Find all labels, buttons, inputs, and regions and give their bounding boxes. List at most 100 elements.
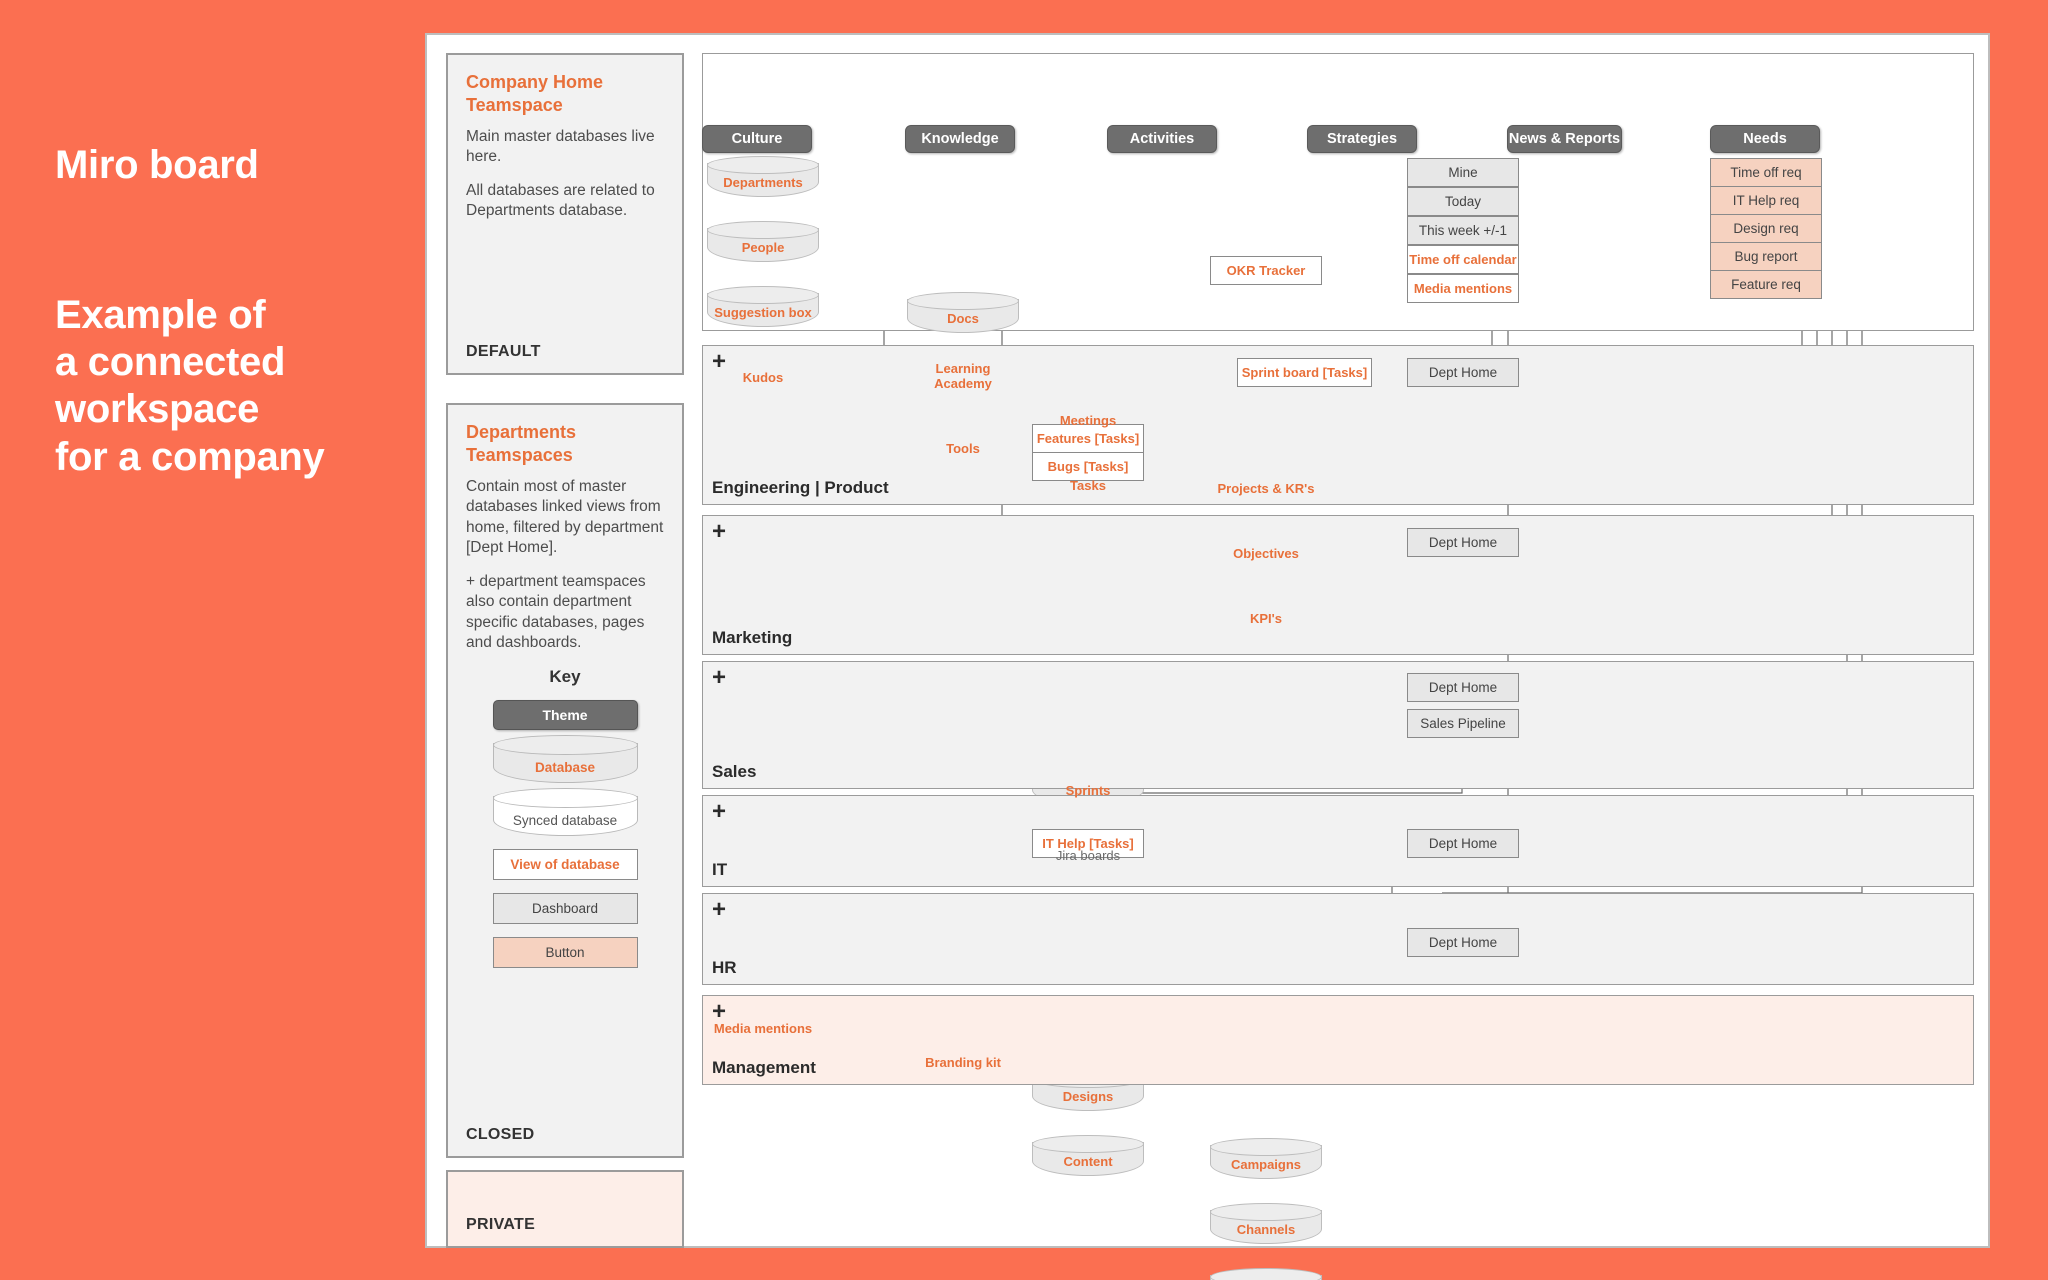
button-time-off-req[interactable]: Time off req — [1710, 158, 1822, 187]
key-legend-row-button: Button — [466, 936, 664, 968]
button-design-req[interactable]: Design req — [1710, 214, 1822, 243]
node-label: Tasks — [1070, 478, 1106, 493]
legend-database-shape: Database — [492, 734, 638, 783]
node-label: KPI's — [1250, 611, 1282, 626]
dashboard-dept-home-it[interactable]: Dept Home — [1407, 829, 1519, 858]
sidebar-card-private[interactable]: PRIVATE — [446, 1170, 684, 1248]
node-label: Learning Academy — [934, 361, 992, 391]
band-sales: + Sales — [702, 661, 1974, 789]
band-label-engineering: Engineering | Product — [712, 478, 889, 497]
dashboard-mine[interactable]: Mine — [1407, 158, 1519, 187]
dashboard-dept-home-hr[interactable]: Dept Home — [1407, 928, 1519, 957]
key-legend-row-dashboard: Dashboard — [466, 892, 664, 924]
dashboard-this-week[interactable]: This week +/-1 — [1407, 216, 1519, 245]
database-content[interactable]: Content — [1032, 1135, 1144, 1176]
legend-view-of-database: View of database — [492, 848, 638, 880]
card-paragraph: + department teamspaces also contain dep… — [466, 572, 646, 652]
node-label: Channels — [1236, 1222, 1296, 1237]
dashboard-dept-home-engineering[interactable]: Dept Home — [1407, 358, 1519, 387]
key-legend-row-synced: Synced database — [466, 787, 664, 836]
card-title: Company Home Teamspace — [466, 72, 604, 115]
legend-synced-database-label: Synced database — [512, 812, 618, 828]
theme-strategies[interactable]: Strategies — [1307, 125, 1417, 153]
card-paragraph: Main master databases live here. — [466, 128, 655, 166]
node-label: Sprints — [1065, 783, 1111, 798]
view-sprint-board-tasks[interactable]: Sprint board [Tasks] — [1237, 358, 1372, 387]
view-it-help-tasks[interactable]: IT Help [Tasks] — [1032, 829, 1144, 858]
button-feature-req[interactable]: Feature req — [1710, 270, 1822, 299]
card-paragraph: All databases are related to Departments… — [466, 181, 655, 220]
legend-button: Button — [492, 936, 638, 968]
band-label-management: Management — [712, 1058, 816, 1077]
band-label-sales: Sales — [712, 762, 757, 781]
key-legend-row-view: View of database — [466, 848, 664, 880]
node-label: Projects & KR's — [1217, 481, 1315, 496]
node-label: Docs — [947, 311, 979, 326]
database-channels[interactable]: Channels — [1210, 1203, 1322, 1244]
view-time-off-calendar[interactable]: Time off calendar — [1407, 245, 1519, 274]
theme-culture[interactable]: Culture — [702, 125, 812, 153]
dashboard-dept-home-sales[interactable]: Dept Home — [1407, 673, 1519, 702]
sidebar-card-company-home[interactable]: Company Home Teamspace Main master datab… — [446, 53, 684, 375]
node-label: Meetings — [1059, 413, 1117, 428]
node-label: Departments — [723, 175, 803, 190]
key-legend-title: Key — [549, 666, 581, 686]
add-button-engineering[interactable]: + — [712, 348, 727, 375]
legend-dashboard: Dashboard — [492, 892, 638, 924]
add-button-management[interactable]: + — [712, 998, 727, 1025]
add-button-marketing[interactable]: + — [712, 518, 727, 545]
board-title: Miro board — [55, 143, 259, 187]
board-subtitle: Example of a connected workspace for a c… — [55, 293, 325, 479]
left-intro-panel: Miro board Example of a connected worksp… — [0, 0, 425, 1280]
card-footer-label: CLOSED — [466, 1126, 535, 1143]
card-footer-label: DEFAULT — [466, 343, 541, 360]
dashboard-sales-pipeline[interactable]: Sales Pipeline — [1407, 709, 1519, 738]
view-bugs-tasks[interactable]: Bugs [Tasks] — [1032, 452, 1144, 481]
theme-needs[interactable]: Needs — [1710, 125, 1820, 153]
miro-board-canvas[interactable]: Company Home Teamspace Main master datab… — [425, 33, 1990, 1280]
node-label: Jira boards — [1055, 848, 1121, 863]
legend-synced-database-shape: Synced database — [492, 787, 638, 836]
add-button-hr[interactable]: + — [712, 896, 727, 923]
button-it-help-req[interactable]: IT Help req — [1710, 186, 1822, 215]
node-label: Tools — [946, 441, 980, 456]
legend-theme-pill: Theme — [492, 699, 638, 730]
node-label: Designs — [1062, 1089, 1114, 1104]
node-label: Kudos — [742, 370, 784, 385]
add-button-sales[interactable]: + — [712, 664, 727, 691]
button-bug-report[interactable]: Bug report — [1710, 242, 1822, 271]
dashboard-today[interactable]: Today — [1407, 187, 1519, 216]
band-label-hr: HR — [712, 958, 737, 977]
band-hr: + HR — [702, 893, 1974, 985]
theme-news-reports[interactable]: News & Reports — [1507, 125, 1622, 153]
card-paragraph: Contain most of master databases linked … — [466, 478, 664, 557]
node-label: People — [741, 240, 785, 255]
database-people[interactable]: People — [707, 221, 819, 262]
sidebar-card-departments[interactable]: Departments Teamspaces Contain most of m… — [446, 403, 684, 1158]
band-marketing: + Marketing — [702, 515, 1974, 655]
legend-database-label: Database — [534, 759, 596, 775]
node-label: Objectives — [1233, 546, 1299, 561]
database-campaigns[interactable]: Campaigns — [1210, 1138, 1322, 1179]
view-okr-tracker[interactable]: OKR Tracker — [1210, 256, 1322, 285]
view-media-mentions[interactable]: Media mentions — [1407, 274, 1519, 303]
database-suggestion-box[interactable]: Suggestion box — [707, 286, 819, 327]
diagram-canvas: Culture Knowledge Activities Strategies … — [702, 53, 1974, 1280]
theme-activities[interactable]: Activities — [1107, 125, 1217, 153]
card-title: Departments Teamspaces — [466, 422, 577, 465]
key-legend-row-theme: Theme — [466, 699, 664, 730]
node-label: Branding kit — [925, 1055, 1001, 1070]
database-docs[interactable]: Docs — [907, 292, 1019, 333]
band-label-marketing: Marketing — [712, 628, 793, 647]
node-label: Suggestion box — [714, 305, 812, 320]
card-footer-label: PRIVATE — [466, 1216, 536, 1233]
view-features-tasks[interactable]: Features [Tasks] — [1032, 424, 1144, 453]
database-keywords[interactable]: Keywords — [1210, 1268, 1322, 1280]
band-label-it: IT — [712, 860, 728, 879]
theme-knowledge[interactable]: Knowledge — [905, 125, 1015, 153]
node-label: Campaigns — [1230, 1157, 1302, 1172]
add-button-it[interactable]: + — [712, 798, 727, 825]
band-it: + IT — [702, 795, 1974, 887]
dashboard-dept-home-marketing[interactable]: Dept Home — [1407, 528, 1519, 557]
database-departments[interactable]: Departments — [707, 156, 819, 197]
